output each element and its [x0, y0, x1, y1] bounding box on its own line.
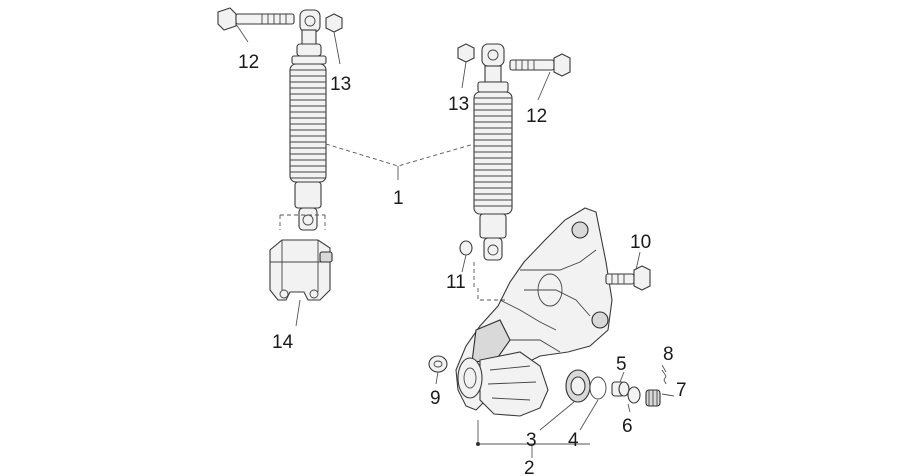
bolt-left	[217, 7, 295, 31]
callout-7: 7	[676, 380, 687, 401]
callout-8: 8	[663, 344, 674, 365]
callout-12-left: 12	[238, 52, 259, 73]
nut-left	[325, 13, 343, 33]
nut-7	[645, 389, 661, 407]
spacer-5	[611, 381, 630, 397]
left-shock-spring	[289, 63, 327, 183]
callout-11: 11	[446, 272, 466, 293]
bearing-3	[565, 369, 591, 403]
callout-14: 14	[272, 332, 294, 353]
cap-9	[428, 355, 448, 373]
callout-6: 6	[622, 416, 633, 437]
washer-6	[627, 386, 641, 404]
bolt-right	[509, 53, 571, 77]
pin-8	[661, 369, 667, 385]
callout-1: 1	[393, 188, 404, 209]
ring-4	[589, 376, 607, 400]
callout-10: 10	[630, 232, 651, 253]
callout-13-right: 13	[448, 94, 469, 115]
washer	[459, 240, 473, 256]
left-shock-absorber	[217, 7, 343, 231]
callout-12-right: 12	[526, 106, 547, 127]
callout-2: 2	[524, 458, 535, 476]
bolt-10	[605, 265, 651, 291]
right-shock-spring	[473, 91, 513, 215]
mounting-bracket	[269, 214, 333, 301]
callout-9: 9	[430, 388, 441, 409]
callout-3: 3	[526, 430, 537, 451]
left-shock-top-eye	[299, 9, 321, 49]
callout-4: 4	[568, 430, 579, 451]
callout-5: 5	[616, 354, 627, 375]
nut-right	[457, 43, 475, 63]
right-shock-absorber	[457, 43, 571, 261]
leader-lines	[235, 23, 675, 458]
callout-13-left: 13	[330, 74, 351, 95]
swingarm-casing	[455, 207, 613, 417]
